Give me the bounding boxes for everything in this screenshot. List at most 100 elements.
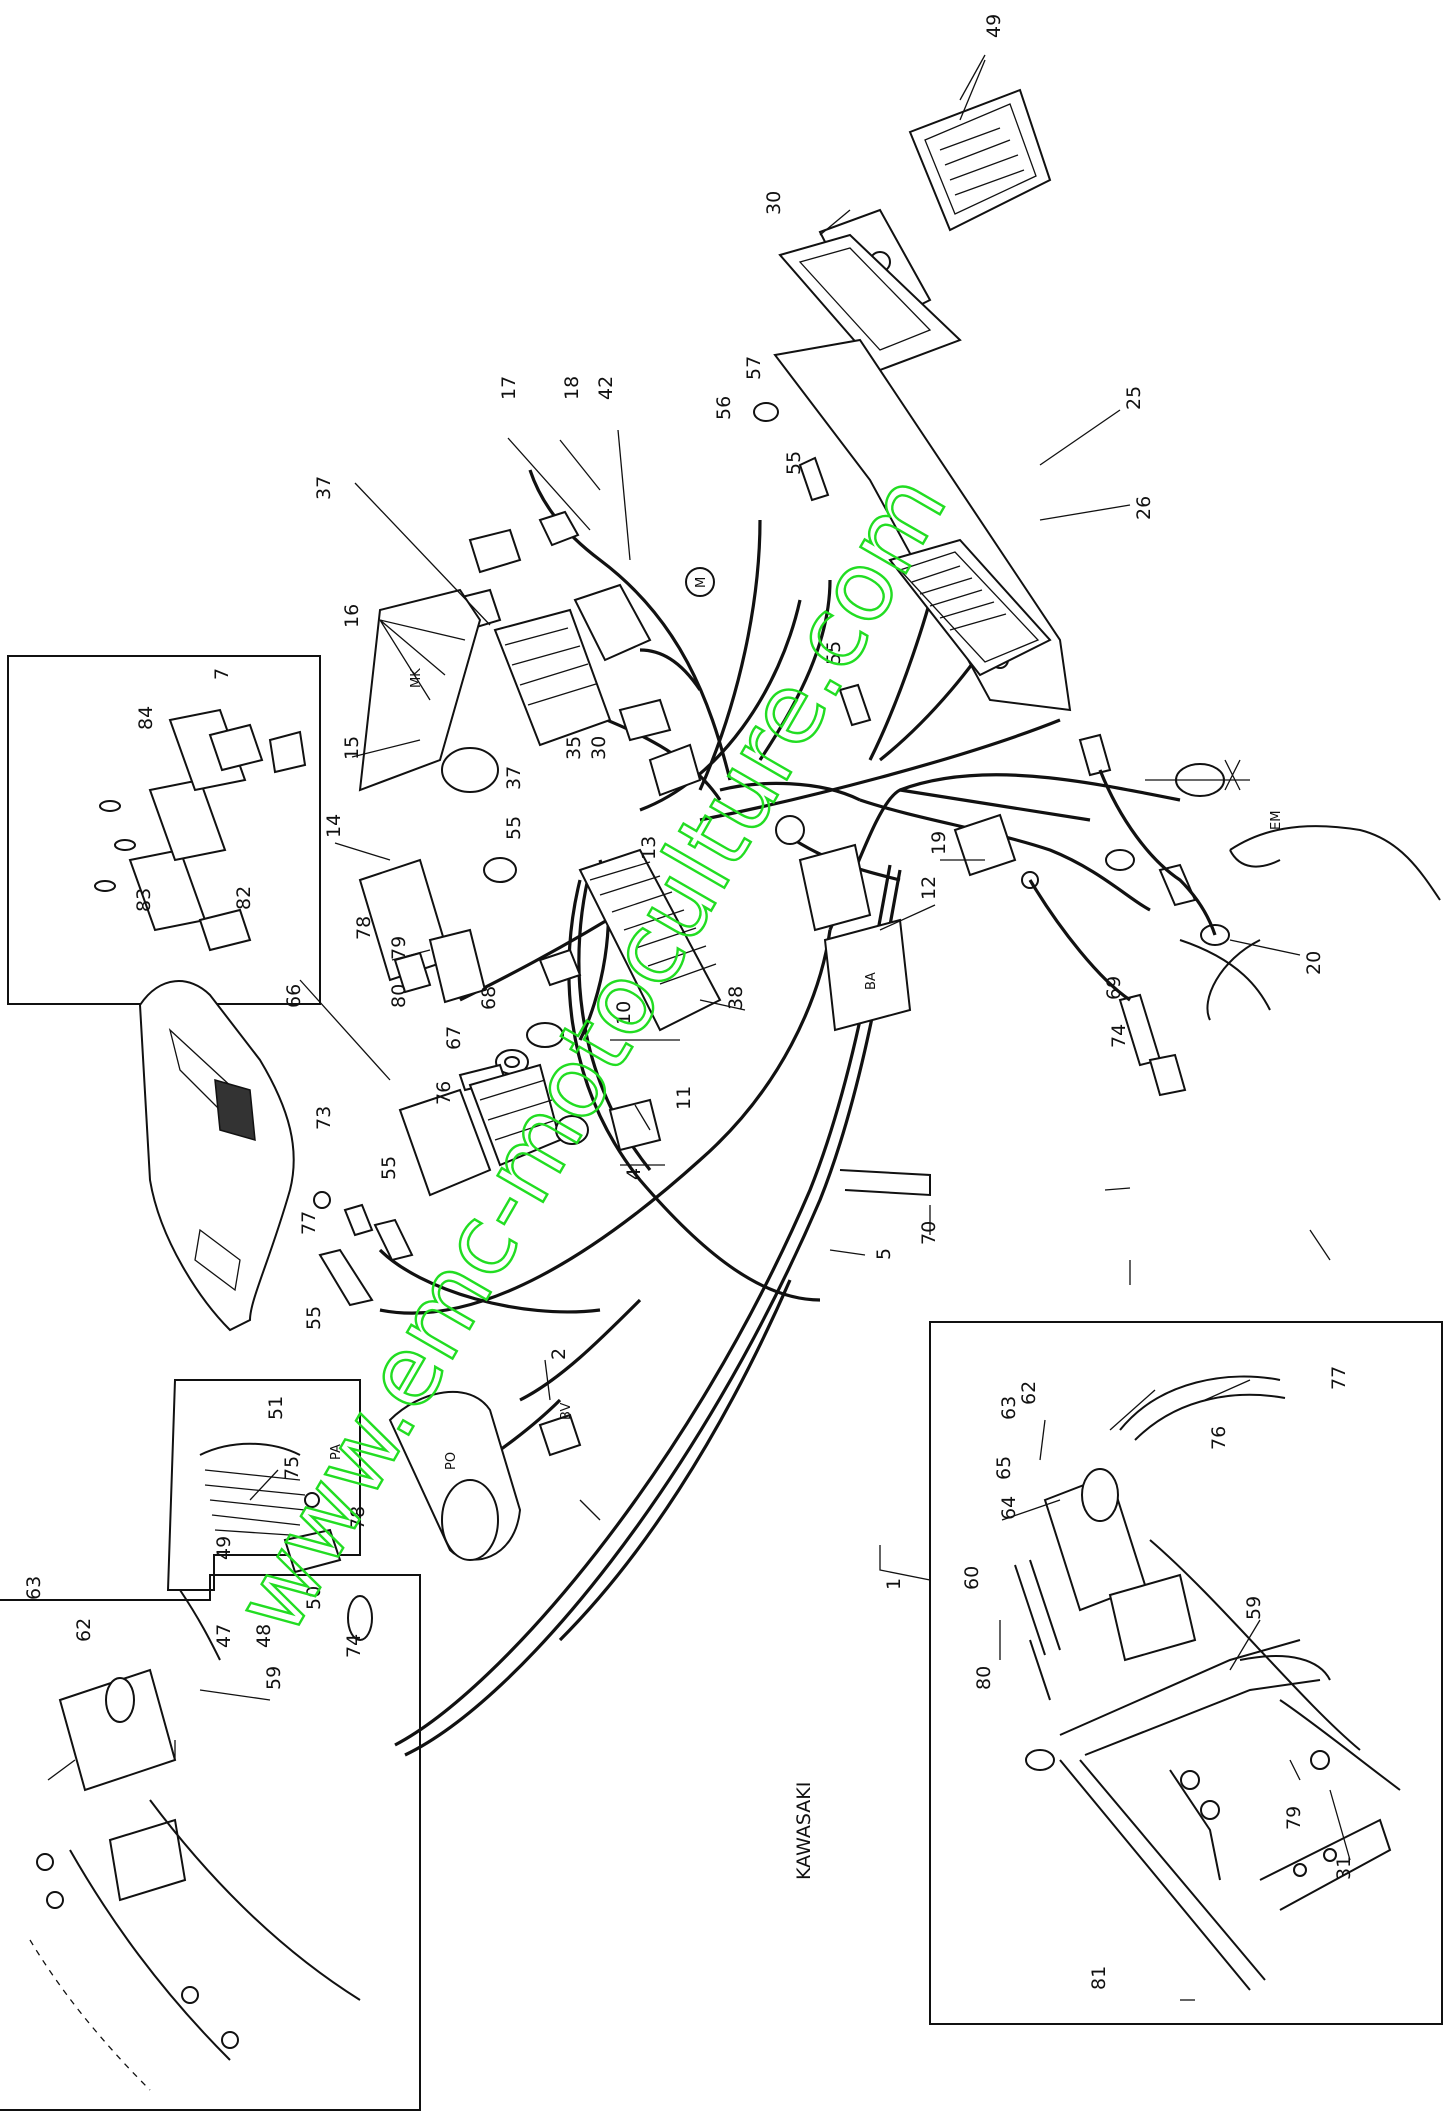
part-label-64: 75 (281, 1456, 303, 1480)
part-label-53a: 63 (23, 1576, 45, 1600)
part-label-42: 48 (253, 1624, 275, 1648)
part-label-59: 69 (1103, 976, 1125, 1000)
part-label-11: 11 (673, 1086, 695, 1110)
part-label-79: 83 (133, 888, 155, 912)
part-label-80: 84 (135, 706, 157, 730)
part-label-49b: 59 (1243, 1596, 1265, 1620)
part-label-61: 73 (313, 1106, 335, 1130)
part-label-51b: 62 (1018, 1381, 1040, 1405)
part-label-17: 17 (498, 376, 520, 400)
part-label-37a: 37 (313, 476, 335, 500)
rear-lamp-assembly (773, 59, 1072, 712)
clamps (313, 402, 872, 1307)
regulator-block (578, 848, 722, 1032)
part-label-35: 35 (563, 736, 585, 760)
part-label-37b: 37 (503, 766, 525, 790)
part-label-73: 77 (298, 1211, 320, 1235)
solenoid-detail-right (1014, 1375, 1401, 1991)
inline-tags: MK M EM BV PO PA BA (329, 577, 1284, 1470)
part-label-44: 50 (303, 1586, 325, 1610)
part-label-15: 15 (341, 736, 363, 760)
part-label-75: 78 (353, 916, 375, 940)
part-label-76: 79 (388, 936, 410, 960)
part-label-46d: 55 (378, 1156, 400, 1180)
engine-outline (1145, 759, 1441, 1021)
tag-ba: BA (864, 972, 879, 990)
part-label-51a: 62 (73, 1618, 95, 1642)
part-label-69: 81 (1088, 1966, 1110, 1990)
part-label-25: 25 (1123, 386, 1145, 410)
part-label-77: 80 (388, 984, 410, 1008)
part-label-74: 78 (347, 1506, 369, 1530)
part-label-31: 31 (1333, 1856, 1355, 1880)
part-label-12: 12 (918, 876, 940, 900)
lower-switch-pack (398, 1063, 662, 1197)
detail-box-bottom-left (0, 1574, 421, 2111)
part-label-70: 76 (433, 1081, 455, 1105)
part-label-67: 79 (1283, 1806, 1305, 1830)
control-box (775, 815, 912, 1032)
part-label-43: 49 (213, 1536, 235, 1560)
part-label-46c: 55 (503, 816, 525, 840)
part-label-26: 26 (1133, 496, 1155, 520)
part-label-78: 82 (233, 886, 255, 910)
part-label-7: 7 (211, 668, 233, 680)
part-label-54: 64 (998, 1496, 1020, 1520)
part-label-58: 68 (478, 986, 500, 1010)
tag-pa: PA (329, 1444, 344, 1460)
tag-po: PO (444, 1452, 459, 1470)
part-label-38: 38 (725, 986, 747, 1010)
part-label-55: 65 (993, 1456, 1015, 1480)
part-label-2: 2 (548, 1348, 570, 1360)
part-label-49a: 59 (263, 1666, 285, 1690)
tag-mk: MK (409, 668, 424, 688)
part-label-50: 60 (961, 1566, 983, 1590)
part-label-20: 30 (763, 191, 785, 215)
part-label-46b: 55 (823, 641, 845, 665)
part-label-41: 47 (213, 1624, 235, 1648)
solenoid-detail-left (29, 1589, 361, 2091)
part-label-5: 5 (873, 1248, 895, 1260)
part-label-1: 1 (883, 1578, 905, 1590)
part-label-62: 74 (1108, 1024, 1130, 1048)
part-label-60: 70 (918, 1221, 940, 1245)
mk-bracket (358, 588, 482, 792)
part-label-40: 42 (595, 376, 617, 400)
part-label-13: 13 (638, 836, 660, 860)
tag-m: M (694, 577, 709, 588)
part-label-19: 19 (928, 831, 950, 855)
tag-em: EM (1269, 811, 1284, 830)
part-label-57: 67 (443, 1026, 465, 1050)
part-labels: 49 30 25 26 56 57 55 55 37 17 18 42 16 1… (23, 14, 1355, 1990)
part-label-66: 77 (1328, 1366, 1350, 1390)
tag-bv: BV (559, 1402, 574, 1420)
part-label-39: 49 (983, 14, 1005, 38)
switch-group (393, 928, 582, 1092)
part-label-21: 20 (1303, 951, 1325, 975)
part-label-68: 80 (973, 1666, 995, 1690)
strap-60 (839, 1169, 931, 1197)
detail-box-pa (166, 1379, 361, 1591)
part-label-65: 76 (1208, 1426, 1230, 1450)
pa-detail (199, 1442, 373, 1641)
part-label-14: 14 (323, 814, 345, 838)
motor-plug (685, 567, 715, 597)
leader-lines (47, 54, 1351, 2001)
watermark: www.emc-motoculture.com (213, 455, 968, 1651)
detail-box-bottom-right (929, 1321, 1443, 2025)
part-label-4: 4 (623, 1168, 645, 1180)
part-label-47: 56 (713, 396, 735, 420)
po-motor (388, 1390, 582, 1561)
part-label-18: 18 (561, 376, 583, 400)
brand-label: KAWASAKI (793, 1782, 815, 1880)
part-label-46e: 55 (303, 1306, 325, 1330)
part-label-63: 74 (343, 1634, 365, 1658)
part-label-53b: 63 (998, 1396, 1020, 1420)
part-label-46a: 55 (783, 451, 805, 475)
part-label-56: 66 (283, 984, 305, 1008)
part-label-45a: 51 (265, 1396, 287, 1420)
part-label-30: 30 (588, 736, 610, 760)
part-label-48: 57 (743, 356, 765, 380)
